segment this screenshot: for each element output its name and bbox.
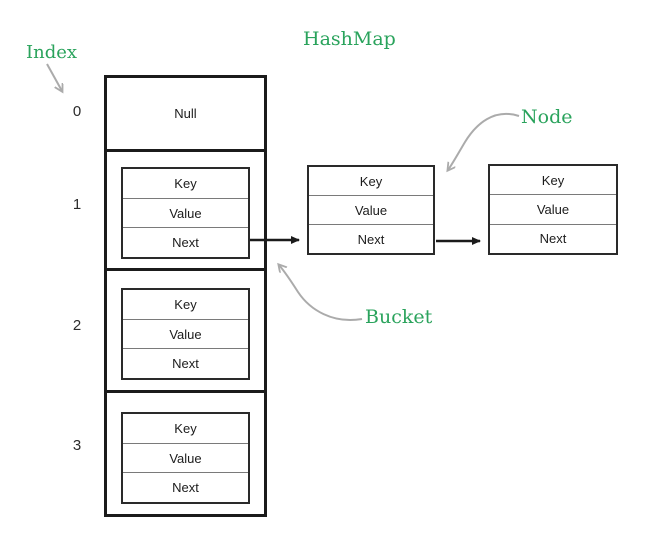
node-row-key: Key [174,175,197,191]
node-row-value: Value [123,318,248,349]
node-row-key: Key [174,296,197,312]
bucket-1-node: Key Value Next [121,167,250,259]
index-label: Index [26,42,78,63]
node-row-next: Next [123,472,248,502]
node-row-key: Key [174,420,197,436]
chain-node-1: Key Value Next [307,165,435,255]
index-number-2: 2 [72,317,82,334]
bucket-0-null-text: Null [174,106,197,121]
index-number-3: 3 [72,437,82,454]
index-number-0: 0 [72,103,82,120]
bucket-label: Bucket [365,306,433,328]
bucket-1: Key Value Next [107,149,264,268]
index-number-1: 1 [72,196,82,213]
diagram-title: HashMap [303,28,396,50]
node-row-key: Key [359,173,383,189]
node-row-value: Value [309,195,433,224]
chain-node-2: Key Value Next [488,164,618,255]
bucket-array: Null Key Value Next Key Value Next Key V… [104,75,267,517]
node-row-key: Key [541,172,565,188]
node-row-next: Next [123,348,248,378]
bucket-2: Key Value Next [107,268,264,390]
node-arrow-icon [448,112,520,170]
node-row-next: Next [309,224,433,253]
bucket-2-node: Key Value Next [121,288,250,380]
node-row-value: Value [123,442,248,473]
node-row-value: Value [123,197,248,228]
node-row-next: Next [123,227,248,257]
node-row-next: Next [490,223,616,253]
bucket-0: Null [107,78,264,149]
node-label: Node [521,106,573,128]
node-row-value: Value [490,194,616,223]
bucket-3-node: Key Value Next [121,412,250,504]
index-arrow-icon [46,63,62,91]
bucket-arrow-icon [279,265,363,321]
bucket-3: Key Value Next [107,390,264,514]
